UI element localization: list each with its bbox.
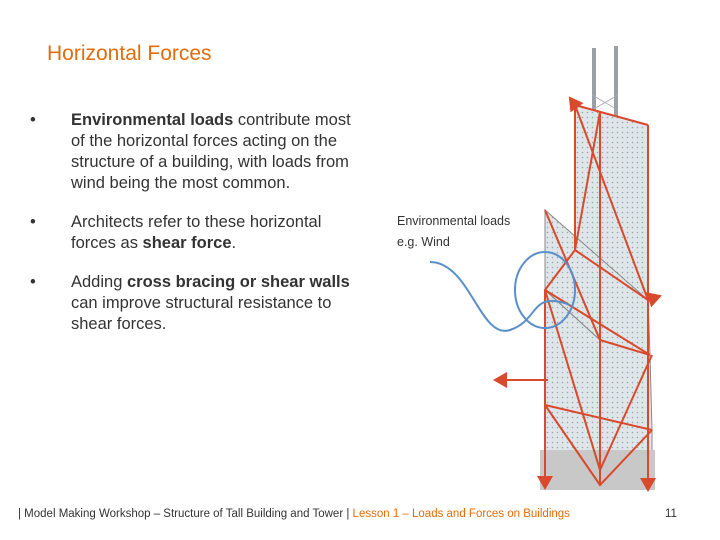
footer: | Model Making Workshop – Structure of T… — [18, 508, 570, 520]
figure-label-line2: e.g. Wind — [397, 235, 450, 249]
bullet-text: Adding — [71, 273, 127, 291]
wind-swirl — [429, 251, 576, 332]
bullet-text: can improve structural resistance to she… — [71, 294, 332, 333]
tower-illustration — [429, 46, 662, 492]
bullet-item: • Architects refer to these horizontal f… — [30, 212, 365, 254]
cross-bracing — [493, 96, 662, 492]
slide-title: Horizontal Forces — [47, 42, 212, 65]
bullet-text: Architects refer to these horizontal for… — [71, 213, 322, 252]
bullet-text: . — [231, 234, 237, 252]
bullet-marker: • — [30, 213, 36, 231]
antenna-mast — [591, 46, 619, 118]
bullet-item: • Environmental loads contribute most of… — [30, 110, 365, 194]
page-number: 11 — [665, 508, 677, 520]
tower-podium — [540, 450, 655, 490]
bullet-marker: • — [30, 111, 36, 129]
bullet-text-bold: Environmental loads — [71, 111, 234, 129]
bullet-list: • Environmental loads contribute most of… — [30, 110, 365, 353]
bullet-text-bold: cross bracing or shear walls — [126, 273, 350, 291]
bullet-text: contribute most of the horizontal forces… — [71, 111, 351, 192]
figure-label: Environmental loads e.g. Wind — [397, 211, 510, 253]
footer-lesson: Lesson 1 – Loads and Forces on Buildings — [352, 508, 570, 520]
bullet-text-bold: shear force — [142, 234, 232, 252]
figure-label-line1: Environmental loads — [397, 214, 511, 228]
bullet-marker: • — [30, 273, 36, 291]
bullet-item: • Adding cross bracing or shear walls ca… — [30, 272, 365, 335]
footer-course: | Model Making Workshop – Structure of T… — [18, 508, 353, 520]
